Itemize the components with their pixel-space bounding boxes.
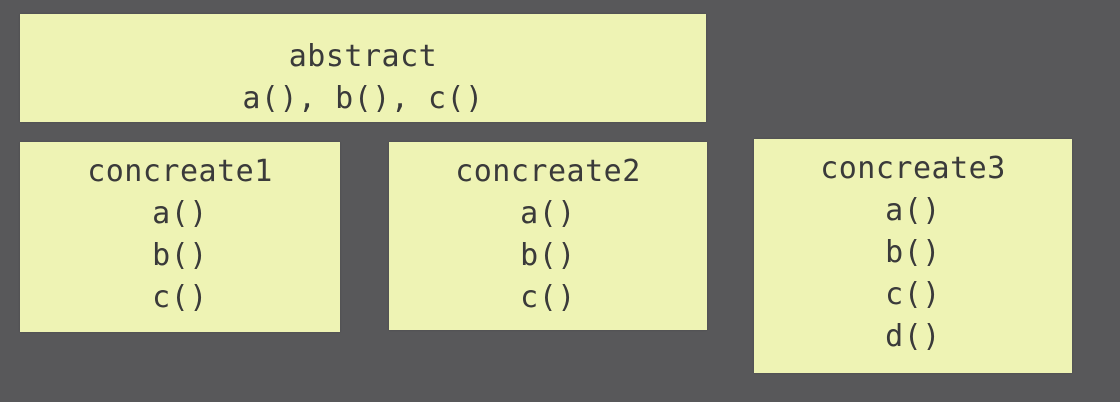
method-item: a() xyxy=(520,196,576,231)
method-item: c() xyxy=(152,280,208,315)
method-item: d() xyxy=(885,319,941,354)
abstract-class-methods: a(), b(), c() xyxy=(242,81,484,116)
method-item: b() xyxy=(885,235,941,270)
abstract-class-box: abstract a(), b(), c() xyxy=(20,14,706,122)
concrete-class-box-3: concreate3 a() b() c() d() xyxy=(754,139,1072,373)
concrete-class-title: concreate2 xyxy=(455,154,641,189)
concrete-class-box-1: concreate1 a() b() c() xyxy=(20,142,340,332)
concrete-class-title: concreate3 xyxy=(820,151,1006,186)
method-item: b() xyxy=(152,238,208,273)
concrete-class-box-2: concreate2 a() b() c() xyxy=(389,142,707,330)
method-item: a() xyxy=(152,196,208,231)
method-item: b() xyxy=(520,238,576,273)
concrete-class-title: concreate1 xyxy=(87,154,273,189)
method-item: c() xyxy=(885,277,941,312)
abstract-class-title: abstract xyxy=(288,39,438,74)
method-item: a() xyxy=(885,193,941,228)
method-item: c() xyxy=(520,280,576,315)
